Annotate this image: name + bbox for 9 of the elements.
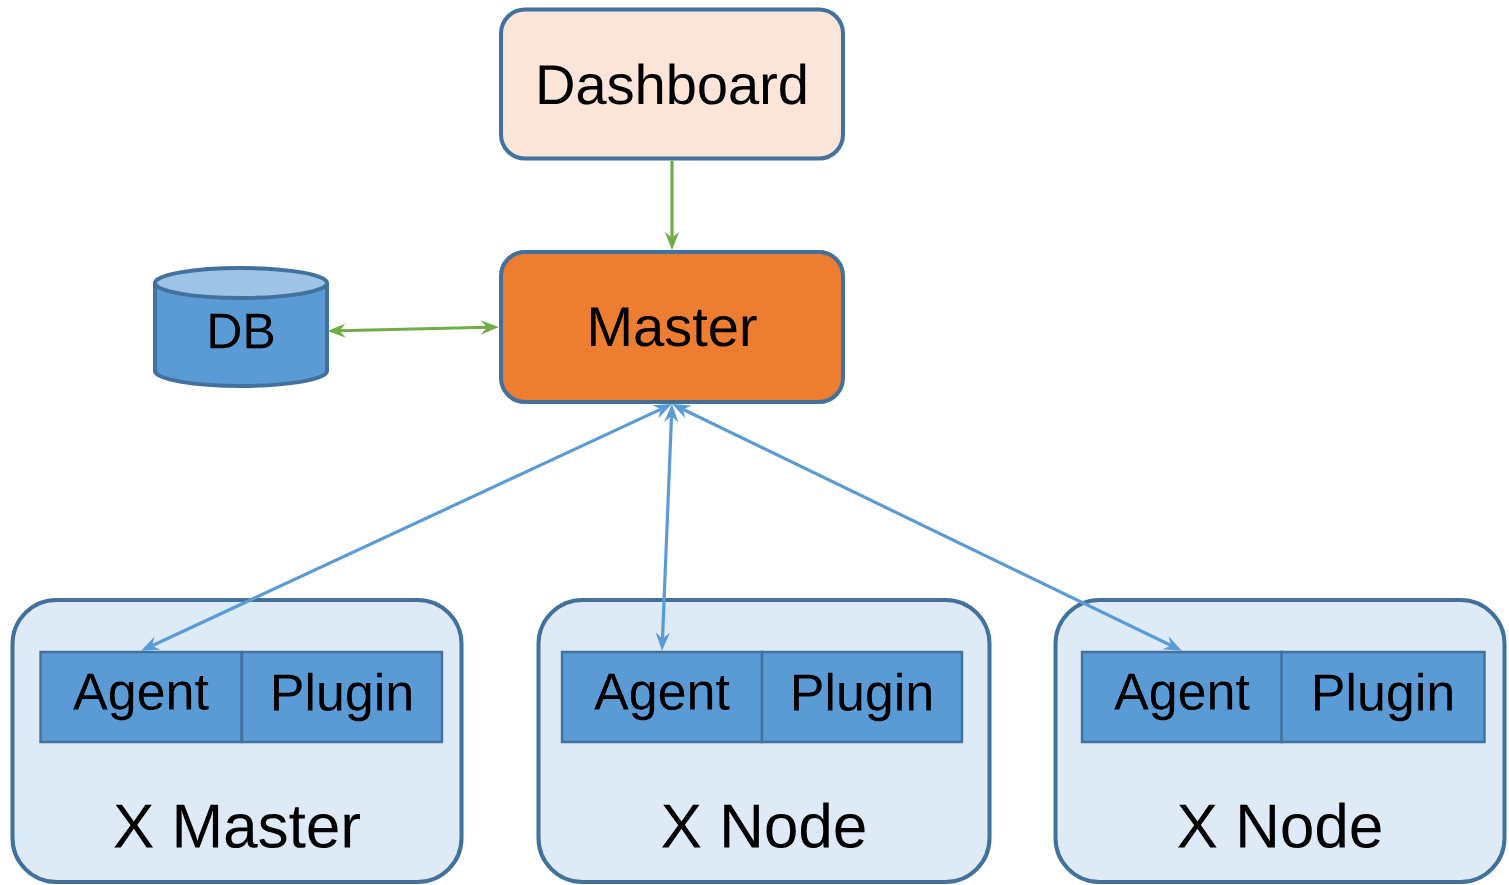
component-box: Agent [1080, 650, 1284, 744]
component-box: Plugin [760, 650, 964, 744]
dashboard-box: Dashboard [499, 7, 845, 161]
component-box: Agent [39, 650, 243, 744]
database-cylinder: DB [153, 266, 329, 388]
component-box: Agent [560, 650, 764, 744]
master-box: Master [499, 250, 845, 404]
component-box: Plugin [1280, 650, 1486, 744]
component-box: Plugin [240, 650, 444, 744]
